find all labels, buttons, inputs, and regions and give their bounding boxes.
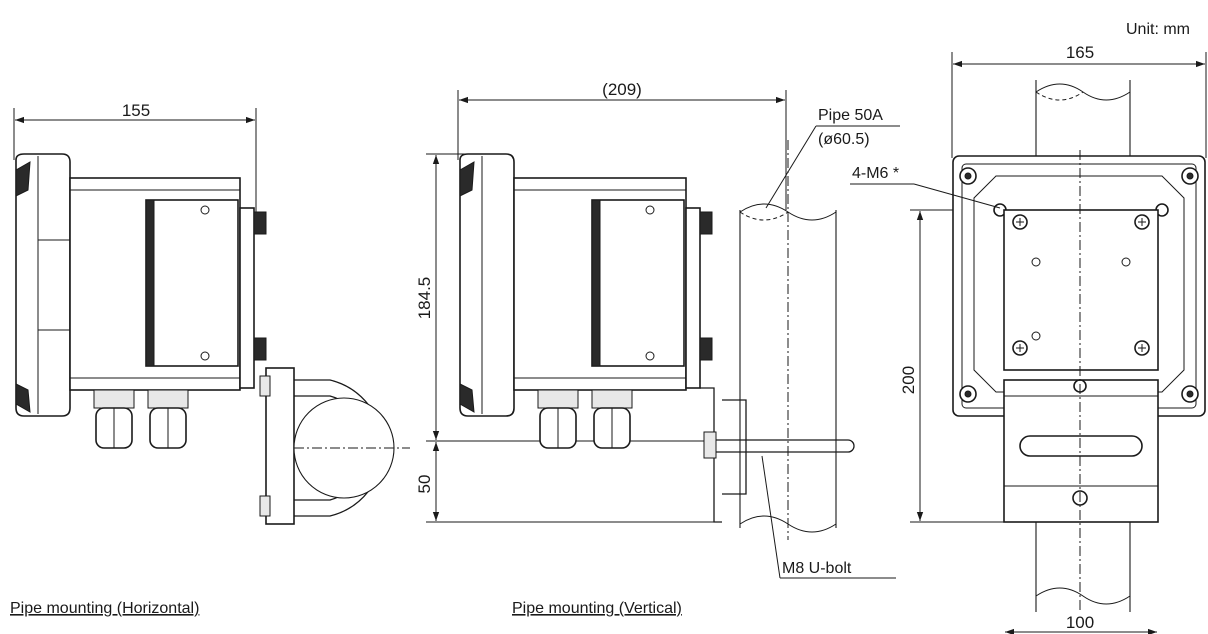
cable-glands bbox=[537, 389, 633, 449]
cover-screw-icon bbox=[200, 351, 210, 361]
view-vertical: (209) 184.5 50 bbox=[415, 80, 900, 617]
mounting-bracket bbox=[685, 207, 701, 389]
caption-horizontal: Pipe mounting (Horizontal) bbox=[10, 600, 199, 617]
cable-gland-nut bbox=[147, 389, 189, 409]
pipe-bracket-plate bbox=[265, 367, 295, 525]
panel-clip-bottom bbox=[459, 383, 475, 413]
dimension-width-value: 155 bbox=[122, 101, 150, 120]
cover-screw-icon bbox=[645, 205, 655, 215]
u-bolt-nut bbox=[703, 431, 717, 459]
panel-clip-top bbox=[459, 161, 475, 197]
dimension-height-value: 184.5 bbox=[415, 277, 434, 320]
dimension-height-value: 200 bbox=[899, 366, 918, 394]
analyzer-front-panel bbox=[15, 153, 71, 417]
bracket-clamp bbox=[722, 399, 747, 495]
cover-screw-icon bbox=[645, 351, 655, 361]
mounting-bracket bbox=[239, 207, 255, 389]
view-horizontal: 155 bbox=[10, 101, 410, 617]
terminal-cover bbox=[145, 199, 239, 367]
pipe-leader bbox=[765, 125, 817, 209]
bracket-nut bbox=[699, 337, 713, 361]
terminal-cover bbox=[591, 199, 685, 367]
screw-leader bbox=[913, 183, 1001, 209]
pipe-diameter: (ø60.5) bbox=[818, 131, 870, 148]
plate-screws bbox=[1012, 214, 1150, 356]
bracket-nut bbox=[699, 211, 713, 235]
terminal-cover-edge bbox=[145, 199, 155, 367]
rear-frame bbox=[973, 175, 1185, 393]
cable-glands bbox=[93, 389, 189, 449]
dimension-bolt-spacing-value: 100 bbox=[1066, 613, 1094, 632]
clamp-slot bbox=[1019, 435, 1143, 457]
caption-vertical: Pipe mounting (Vertical) bbox=[512, 600, 682, 617]
bracket-bolt-head bbox=[259, 375, 271, 397]
panel-clip-top bbox=[15, 161, 31, 197]
unit-label: Unit: mm bbox=[1126, 21, 1190, 38]
bracket-bolt-head bbox=[259, 495, 271, 517]
dimension-width-value: (209) bbox=[602, 80, 642, 99]
corner-screws bbox=[959, 167, 1199, 403]
bracket-nut bbox=[253, 337, 267, 361]
ubolt-label: M8 U-bolt bbox=[782, 560, 852, 577]
cover-screw-icon bbox=[200, 205, 210, 215]
bracket-nut bbox=[253, 211, 267, 235]
terminal-cover-edge bbox=[591, 199, 601, 367]
pipe-label: Pipe 50A bbox=[818, 107, 883, 124]
analyzer-front-panel bbox=[459, 153, 515, 417]
screw-label: 4-M6 * bbox=[852, 165, 899, 182]
mounting-plate bbox=[1003, 209, 1159, 371]
pipe-outline bbox=[739, 210, 837, 528]
ubolt-leader bbox=[761, 455, 781, 579]
view-front: 165 200 bbox=[850, 43, 1207, 634]
dimension-offset-value: 50 bbox=[415, 475, 434, 494]
cable-gland-nut bbox=[93, 389, 135, 409]
dimension-width-value: 165 bbox=[1066, 43, 1094, 62]
panel-clip-bottom bbox=[15, 383, 31, 413]
pipe-break-bottom bbox=[1035, 587, 1131, 605]
